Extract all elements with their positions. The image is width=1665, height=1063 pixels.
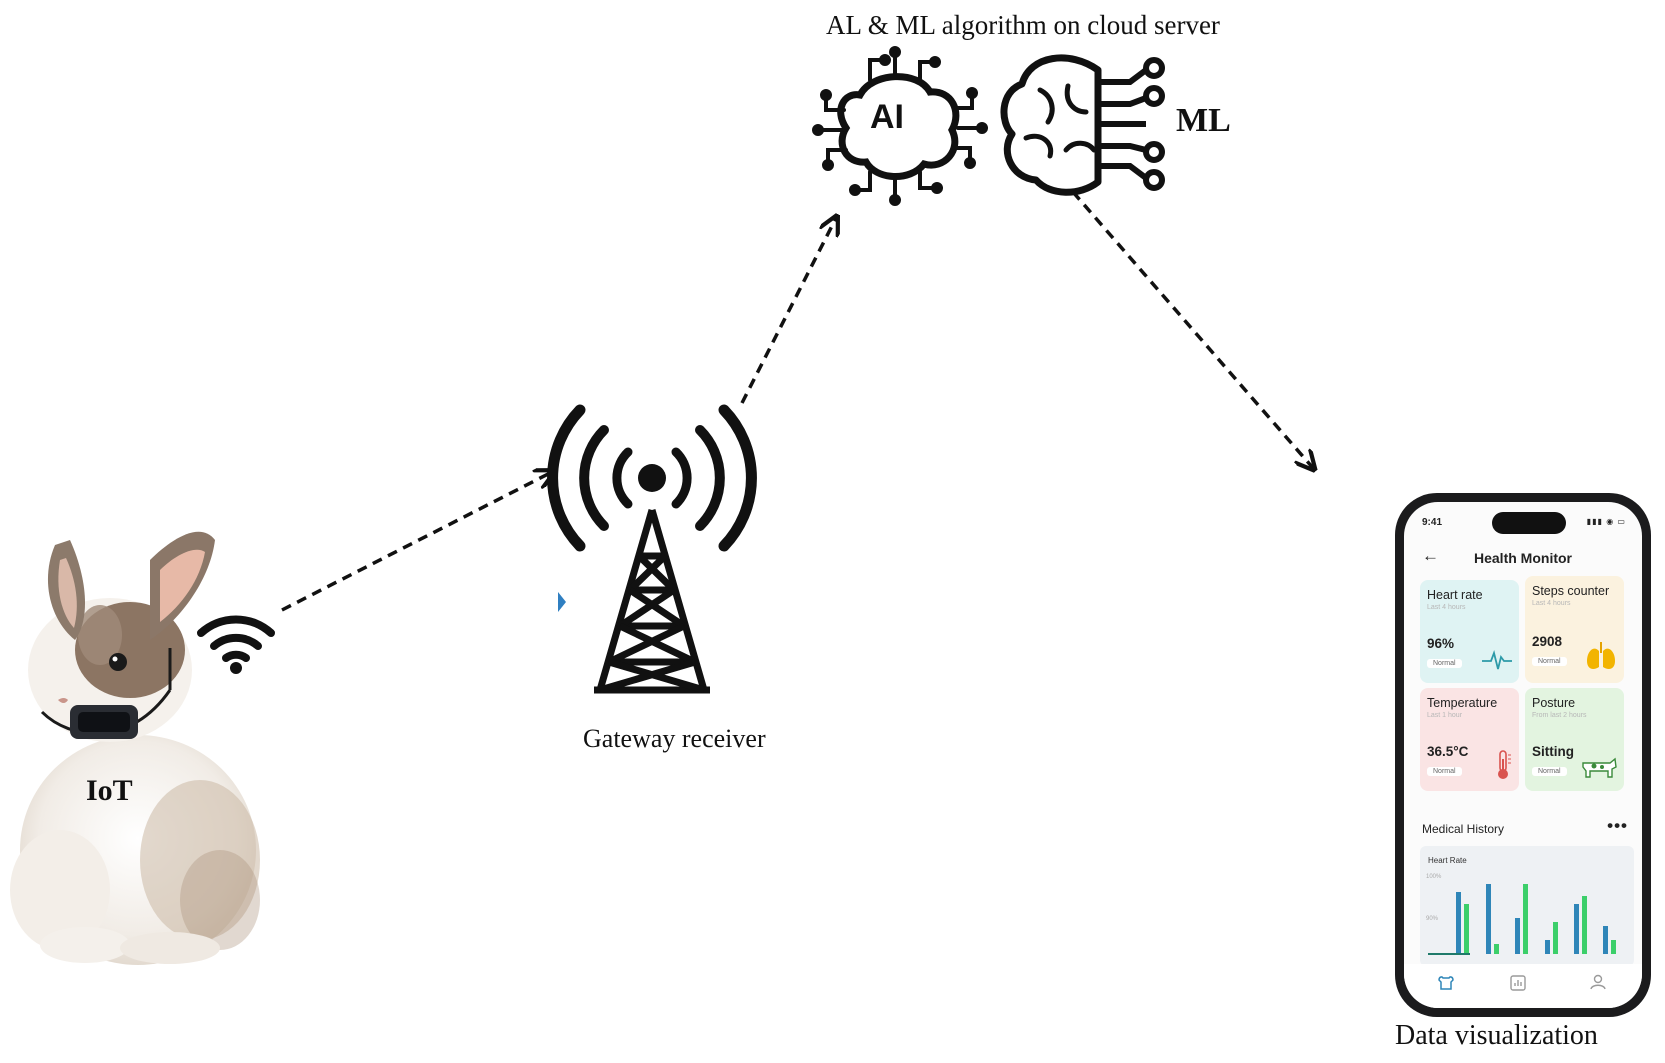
arrow-cloud-to-phone	[1071, 190, 1313, 468]
card-subtitle: Last 4 hours	[1532, 600, 1571, 607]
card-value: Sitting	[1532, 744, 1574, 759]
chart-bar	[1486, 884, 1491, 954]
card-temperature[interactable]: Temperature Last 1 hour 36.5°C Normal	[1420, 688, 1519, 791]
card-posture[interactable]: Posture From last 2 hours Sitting Normal	[1525, 688, 1624, 791]
phone-screen: 9:41 ▮▮▮ ◉ ▭ ← Health Monitor Heart rate…	[1404, 502, 1642, 1008]
chart-bar	[1603, 926, 1608, 954]
heartbeat-icon	[1482, 649, 1512, 670]
card-status: Normal	[1427, 767, 1462, 776]
card-title: Temperature	[1427, 696, 1498, 710]
card-subtitle: Last 1 hour	[1427, 712, 1463, 719]
cloud-label: AL & ML algorithm on cloud server	[826, 10, 1220, 40]
cow-icon	[1582, 757, 1617, 778]
small-triangle-icon	[558, 592, 566, 612]
card-value: 96%	[1427, 636, 1455, 651]
more-options-icon[interactable]: •••	[1607, 816, 1628, 835]
bottom-nav	[1404, 964, 1642, 1008]
tick-top: 100%	[1426, 874, 1442, 880]
medical-history-title: Medical History	[1422, 822, 1505, 836]
wifi-icon	[197, 615, 275, 674]
tick-mid: 90%	[1426, 916, 1439, 922]
brain-ml-icon	[1000, 54, 1165, 196]
card-subtitle: Last 4 hours	[1427, 604, 1466, 611]
chart-bar	[1545, 940, 1550, 954]
ai-chip-icon	[812, 46, 988, 206]
phone-mockup: 9:41 ▮▮▮ ◉ ▭ ← Health Monitor Heart rate…	[1395, 493, 1651, 1017]
chart-bar	[1456, 892, 1461, 954]
chart-bar	[1582, 896, 1587, 954]
arrow-gateway-to-cloud	[740, 218, 836, 404]
ai-badge: AI	[870, 98, 904, 136]
nav-home-icon[interactable]	[1436, 974, 1456, 992]
chart-bar	[1553, 922, 1558, 954]
dynamic-island	[1492, 512, 1566, 534]
ml-badge: ML	[1176, 102, 1231, 139]
chart-bar	[1611, 940, 1616, 954]
thermometer-icon	[1498, 750, 1511, 779]
gateway-label: Gateway receiver	[583, 724, 766, 753]
card-title: Posture	[1532, 696, 1576, 710]
card-steps-counter[interactable]: Steps counter Last 4 hours 2908 Normal	[1525, 576, 1624, 683]
lungs-icon	[1587, 642, 1615, 669]
arrow-iot-to-gateway	[281, 472, 552, 612]
card-title: Heart rate	[1427, 588, 1483, 602]
card-subtitle: From last 2 hours	[1532, 712, 1587, 719]
card-status: Normal	[1427, 659, 1462, 668]
status-icons: ▮▮▮ ◉ ▭	[1586, 517, 1626, 526]
rabbit-illustration	[10, 531, 260, 965]
iot-label: IoT	[86, 774, 133, 807]
card-value: 2908	[1532, 634, 1563, 649]
card-status: Normal	[1532, 767, 1567, 776]
chart-bar	[1494, 944, 1499, 954]
chart-bar	[1574, 904, 1579, 954]
back-arrow-icon[interactable]: ←	[1422, 546, 1439, 565]
status-time: 9:41	[1422, 517, 1443, 528]
chart-bar	[1515, 918, 1520, 954]
heart-rate-chart: Heart Rate 100% 90%	[1420, 846, 1634, 966]
chart-title: Heart Rate	[1428, 856, 1467, 865]
nav-stats-icon[interactable]	[1509, 974, 1527, 992]
card-title: Steps counter	[1532, 584, 1610, 598]
chart-bars	[1428, 884, 1616, 955]
card-status: Normal	[1532, 657, 1567, 666]
card-value: 36.5°C	[1427, 744, 1469, 759]
visualization-label: Data visualization	[1395, 1020, 1598, 1051]
chart-bar	[1464, 904, 1469, 954]
radio-tower-icon	[547, 404, 757, 694]
card-heart-rate[interactable]: Heart rate Last 4 hours 96% Normal	[1420, 580, 1519, 683]
nav-profile-icon[interactable]	[1589, 973, 1607, 991]
chart-bar	[1523, 884, 1528, 954]
app-title: Health Monitor	[1474, 550, 1572, 566]
